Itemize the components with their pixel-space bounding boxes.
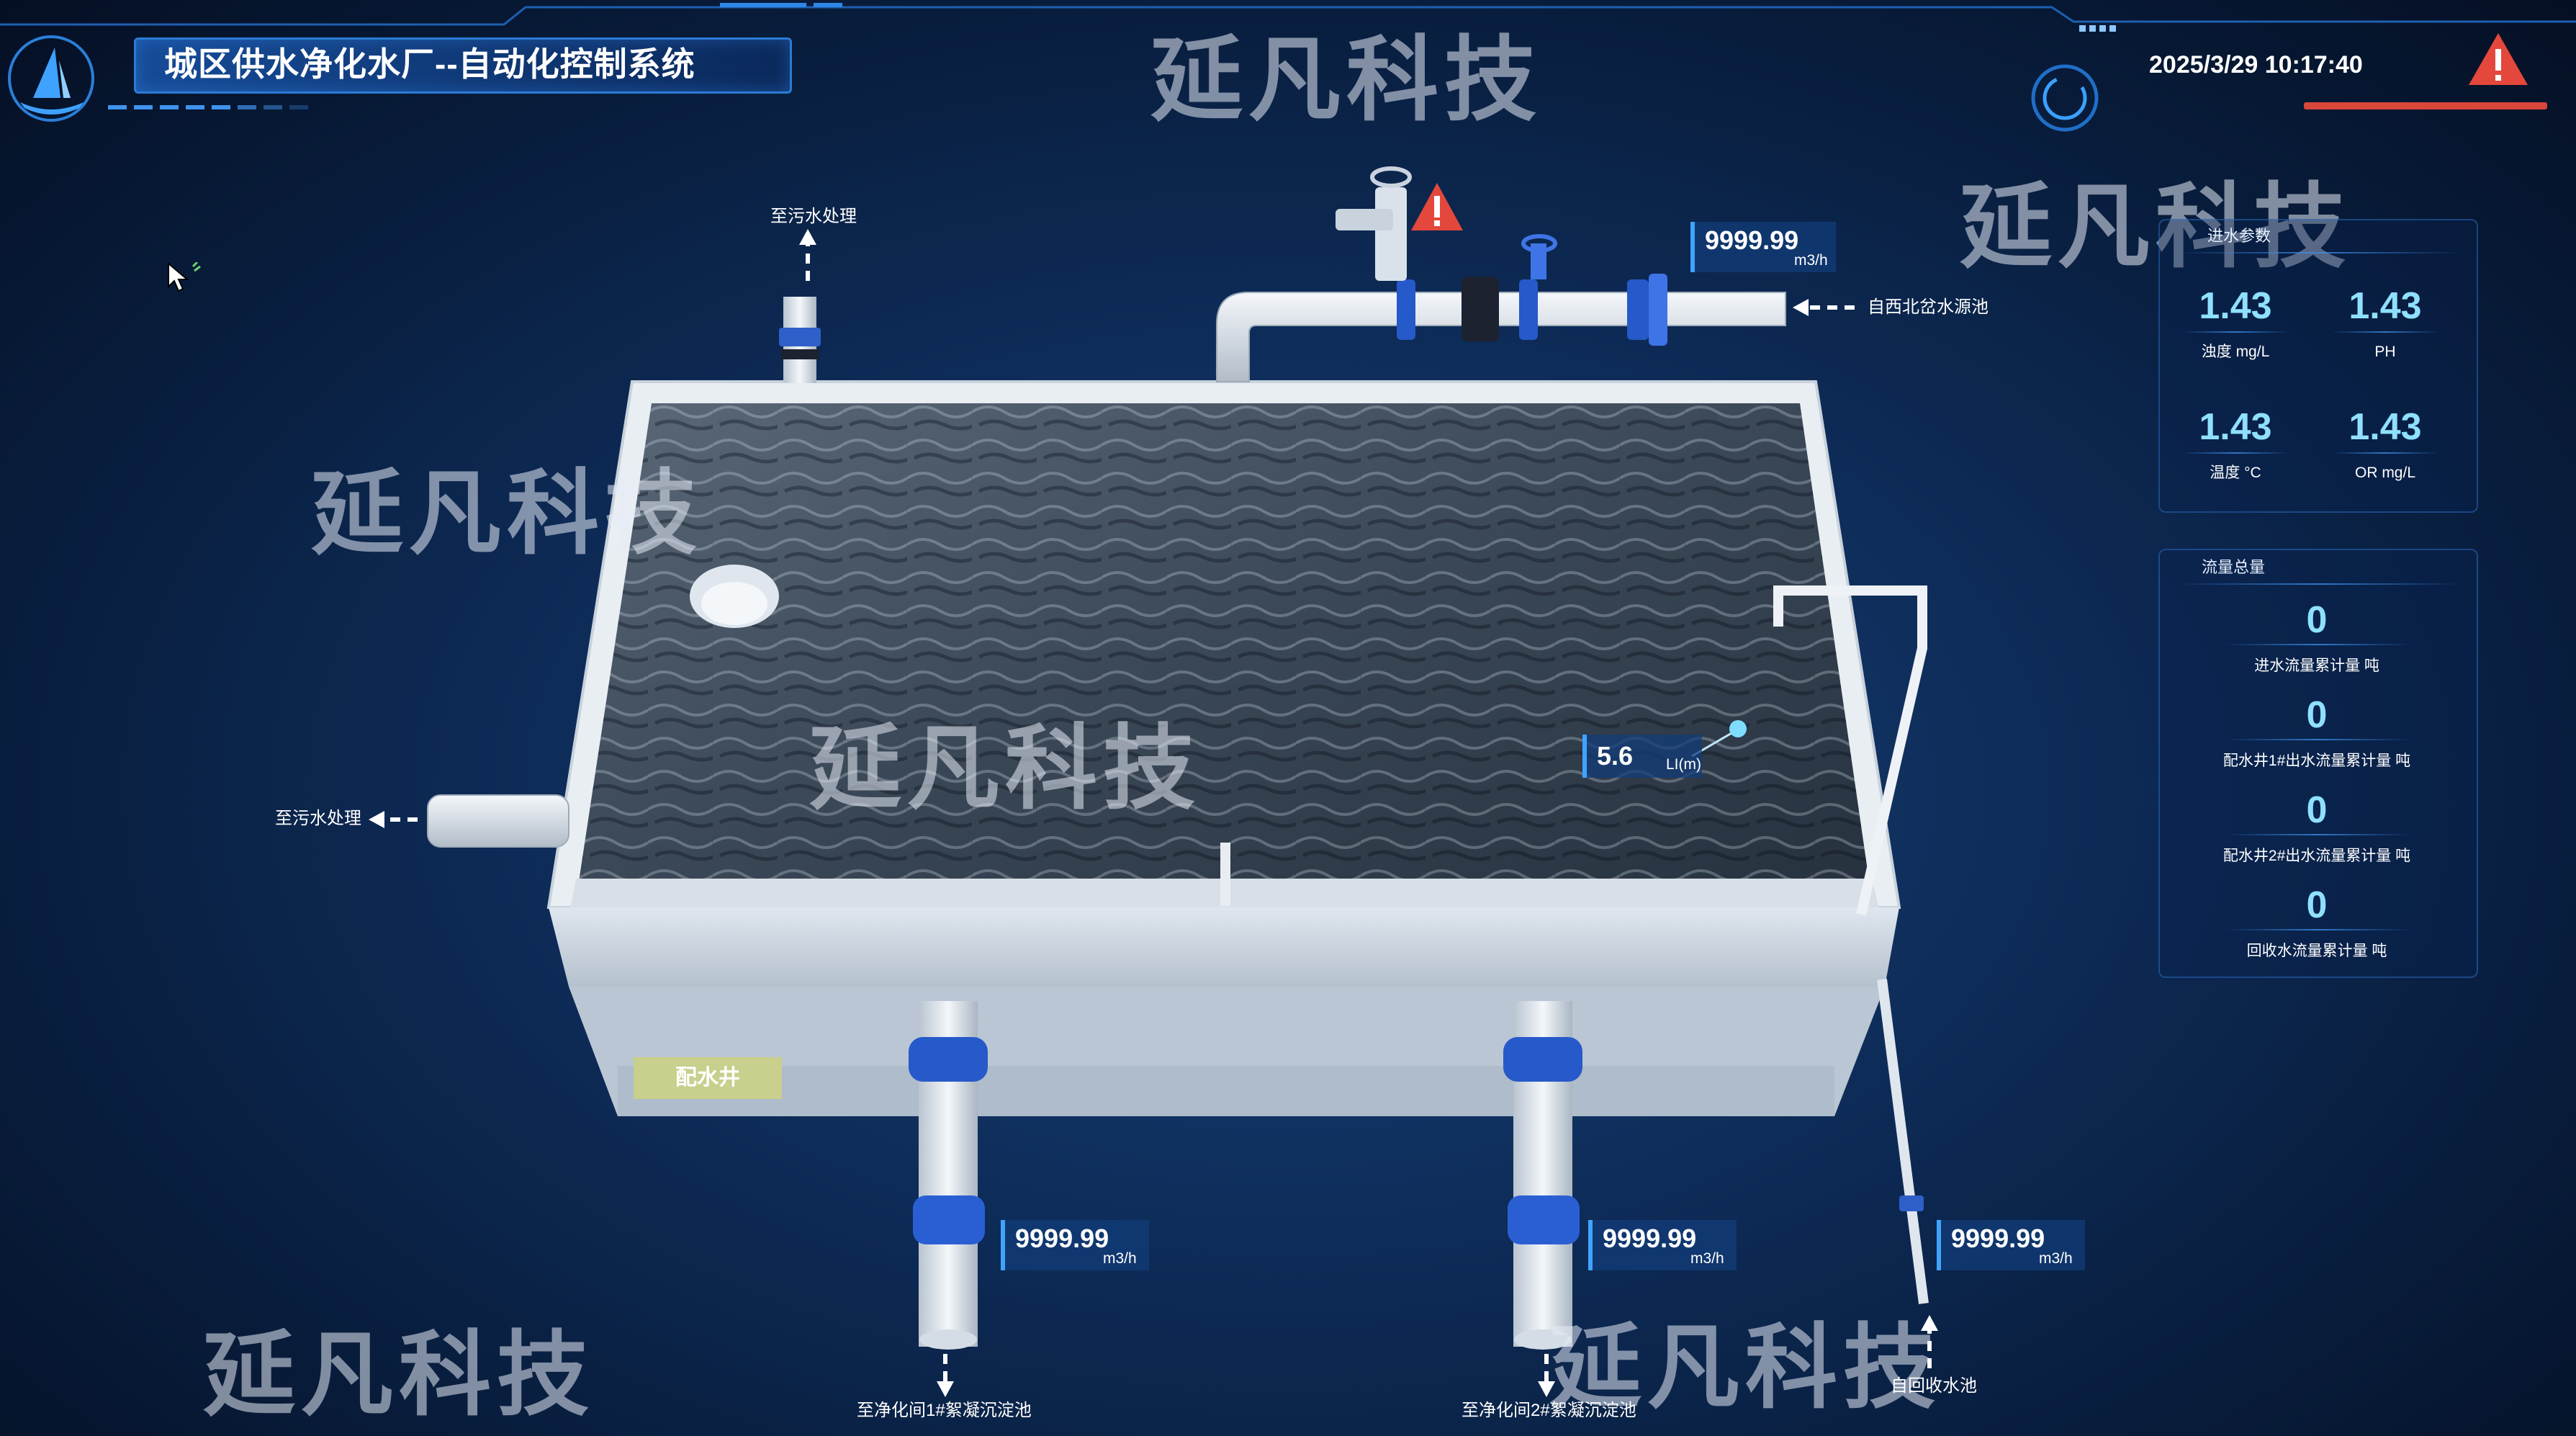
temperature-label: 温度 °C <box>2210 465 2261 481</box>
total-recycle-value: 0 <box>2306 884 2328 926</box>
inlet-params-title: 进水参数 <box>2207 227 2271 245</box>
orp-value: 1.43 <box>2348 406 2422 448</box>
inlet-params-panel <box>2158 219 2478 513</box>
watermark: 延凡科技 <box>809 717 1202 820</box>
panel-divider <box>2225 929 2412 930</box>
watermark: 延凡科技 <box>311 462 703 565</box>
valve-alarm-icon[interactable] <box>1408 180 1466 242</box>
ph-label: PH <box>2374 344 2396 360</box>
watermark: 延凡科技 <box>1549 1316 1942 1419</box>
panel-divider <box>2174 583 2462 585</box>
panel-divider <box>2225 644 2412 645</box>
total-inlet-value: 0 <box>2306 599 2328 641</box>
flow-recycle-unit: m3/h <box>2039 1250 2073 1267</box>
alarm-status-bar <box>2304 102 2547 109</box>
flow-inlet-value: 9999.99 <box>1705 225 1799 255</box>
header-frame <box>0 3 2576 26</box>
sailboat-logo-icon <box>8 35 94 122</box>
label-to-settle-2: 至净化间2#絮凝沉淀池 <box>1462 1401 1636 1420</box>
panel-divider <box>2174 252 2462 253</box>
total-out1-label: 配水井1#出水流量累计量 吨 <box>2223 753 2411 769</box>
label-to-sewage-left: 至污水处理 <box>275 809 361 828</box>
orp-label: OR mg/L <box>2354 465 2416 481</box>
header-dash-decoration <box>108 105 308 109</box>
radar-ring-icon <box>2031 64 2099 132</box>
turbidity-value: 1.43 <box>2199 285 2272 327</box>
flow-out2-value: 9999.99 <box>1603 1224 1697 1253</box>
label-to-settle-1: 至净化间1#絮凝沉淀池 <box>857 1401 1032 1420</box>
total-inlet-label: 进水流量累计量 吨 <box>2254 658 2379 674</box>
temperature-value: 1.43 <box>2199 406 2272 448</box>
flow-out1-unit: m3/h <box>1103 1250 1137 1267</box>
total-recycle-label: 回收水流量累计量 吨 <box>2246 943 2387 959</box>
flow-totals-panel <box>2158 549 2478 978</box>
watermark: 延凡科技 <box>203 1324 595 1427</box>
mouse-cursor-icon <box>168 262 201 292</box>
total-out1-value: 0 <box>2306 694 2328 736</box>
level-readout[interactable]: 5.6 LI(m) <box>1582 735 1702 778</box>
flow-totals-title: 流量总量 <box>2202 558 2266 576</box>
warning-triangle-icon[interactable] <box>2466 30 2531 88</box>
label-from-source: 自西北岔水源池 <box>1868 297 1989 317</box>
flow-out1-readout[interactable]: 9999.99 m3/h <box>1001 1220 1149 1270</box>
panel-divider <box>2181 452 2289 454</box>
page-title: 城区供水净化水厂--自动化控制系统 <box>164 45 695 83</box>
level-value: 5.6 <box>1597 741 1634 771</box>
flow-out2-unit: m3/h <box>1690 1250 1724 1267</box>
panel-divider <box>2225 739 2412 740</box>
total-out2-value: 0 <box>2306 789 2328 831</box>
ph-value: 1.43 <box>2348 285 2422 327</box>
watermark: 延凡科技 <box>1150 29 1543 132</box>
watermark: 延凡科技 <box>1960 176 2352 279</box>
panel-divider <box>2331 452 2439 454</box>
flow-recycle-readout[interactable]: 9999.99 m3/h <box>1937 1220 2085 1270</box>
panel-divider <box>2225 834 2412 835</box>
title-frame <box>134 37 792 94</box>
flow-inlet-unit: m3/h <box>1794 252 1828 269</box>
label-from-recycle: 自回收水池 <box>1891 1376 1977 1396</box>
distribution-well-tag: 配水井 <box>634 1057 782 1099</box>
label-to-sewage-top: 至污水处理 <box>770 207 857 226</box>
datetime: 2025/3/29 10:17:40 <box>2149 51 2363 78</box>
flow-out2-readout[interactable]: 9999.99 m3/h <box>1588 1220 1737 1270</box>
flow-out1-value: 9999.99 <box>1015 1224 1109 1253</box>
header-dots-decoration <box>2079 25 2116 32</box>
flow-inlet-readout[interactable]: 9999.99 m3/h <box>1690 222 1836 272</box>
panel-divider <box>2331 331 2439 333</box>
level-unit: LI(m) <box>1666 756 1701 773</box>
total-out2-label: 配水井2#出水流量累计量 吨 <box>2223 848 2411 864</box>
turbidity-label: 浊度 mg/L <box>2201 344 2270 360</box>
flow-recycle-value: 9999.99 <box>1951 1224 2045 1253</box>
panel-divider <box>2181 331 2289 333</box>
